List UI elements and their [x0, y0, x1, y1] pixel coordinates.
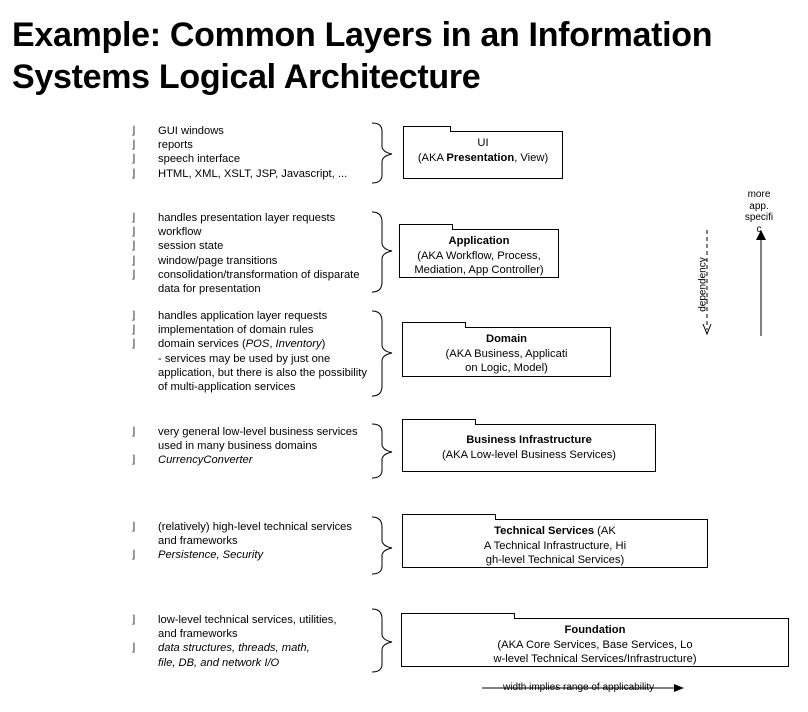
package-aka-line: on Logic, Model): [465, 362, 548, 374]
foundation-brace: [371, 608, 393, 673]
package-aka-line: A Technical Infrastructure, Hi: [483, 539, 627, 552]
package-aka-line: (AKA Workflow, Process,: [417, 249, 541, 262]
width-arrowhead: [674, 684, 684, 692]
slide-title: Example: Common Layers in an Information…: [12, 14, 802, 98]
domain-layer-description: ⌋ handles application layer requests ⌋ imp…: [131, 309, 367, 394]
bullet-text: and frameworks: [158, 628, 238, 641]
package-tab: [401, 613, 515, 619]
ui-layer-description: ⌋GUI windows ⌋reports ⌋speech interface …: [131, 124, 347, 181]
bullet-mark: ⌋: [131, 153, 136, 166]
bullet-mark: ⌋: [131, 454, 136, 467]
width-note-label: width implies range of applicability: [503, 682, 655, 693]
specificity-arrowhead: [756, 230, 766, 240]
more-app-specific-label: more app. specifi c: [744, 189, 774, 235]
package-name: Business Infrastructure: [466, 434, 592, 446]
bullet-mark: ⌋: [131, 254, 136, 267]
package-name: Application: [448, 235, 510, 247]
bullet-mark: ⌋: [131, 310, 136, 322]
bullet-mark: ⌋: [131, 240, 136, 253]
bullet-text: data structures, threads, math,: [158, 642, 310, 655]
bullet-text: and frameworks: [158, 535, 238, 548]
bullet-text: CurrencyConverter: [158, 454, 253, 467]
bullet-text: file, DB, and network I/O: [158, 656, 280, 669]
package-aka: (AKA Presentation, View): [417, 151, 549, 164]
bullet-text: implementation of domain rules: [158, 324, 314, 337]
bullet-text: window/page transitions: [158, 254, 278, 267]
package-name: Foundation: [564, 624, 626, 636]
bullet-text: consolidation/transformation of disparat…: [158, 268, 360, 281]
technical-services-layer-description: ⌋ (relatively) high-level technical servi…: [131, 520, 352, 563]
bullet-text: low-level technical services, utilities,: [158, 614, 337, 626]
application-package: Application (AKA Workflow, Process, Medi…: [399, 224, 559, 278]
package-name: Domain: [485, 333, 528, 345]
bullet-text: handles presentation layer requests: [158, 212, 336, 224]
dependency-arrowhead: [702, 323, 712, 336]
bullet-text: speech interface: [158, 153, 241, 166]
bullet-mark: ⌋: [131, 125, 136, 137]
bullet-text: workflow: [158, 226, 202, 239]
dependency-label: dependency: [697, 257, 709, 312]
bullet-mark: ⌋: [131, 521, 136, 533]
bullet-mark: ⌋: [131, 549, 136, 562]
bullet-mark: ⌋: [131, 338, 136, 351]
bullet-text: handles application layer requests: [158, 310, 328, 322]
package-aka-line: (AKA Low-level Business Services): [441, 448, 617, 461]
bullet-text: - services may be used by just one: [158, 352, 331, 365]
bullet-mark: ⌋: [131, 268, 136, 281]
bullet-mark: ⌋: [131, 642, 136, 655]
bullet-text: (relatively) high-level technical servic…: [158, 521, 352, 533]
bullet-text: data for presentation: [158, 283, 261, 296]
bullet-text: used in many business domains: [158, 440, 318, 453]
foundation-package: Foundation (AKA Core Services, Base Serv…: [401, 613, 789, 667]
package-tab: [399, 224, 453, 230]
bullet-text: very general low-level business services: [158, 426, 358, 438]
bullet-text: domain services (POS, Inventory): [158, 338, 326, 351]
bullet-text: HTML, XML, XSLT, JSP, Javascript, ...: [158, 167, 348, 180]
bullet-mark: ⌋: [131, 614, 136, 626]
business-infrastructure-layer-description: ⌋ very general low-level business service…: [131, 425, 358, 468]
bullet-mark: ⌋: [131, 212, 136, 224]
bullet-mark: ⌋: [131, 426, 136, 438]
domain-package: Domain (AKA Business, Applicati on Logic…: [402, 322, 611, 377]
bullet-mark: ⌋: [131, 167, 136, 180]
ui-package: UI (AKA Presentation, View): [403, 126, 563, 179]
bullet-mark: ⌋: [131, 226, 136, 239]
package-tab: [402, 322, 466, 328]
application-layer-description: ⌋ handles presentation layer requests ⌋ wo…: [131, 211, 360, 296]
package-name-line: Technical Services (AK: [494, 525, 616, 537]
technical-services-brace: [371, 516, 393, 575]
foundation-layer-description: ⌋ low-level technical services, utilities…: [131, 613, 336, 670]
application-brace: [371, 211, 393, 293]
package-aka-line: gh-level Technical Services): [485, 554, 625, 566]
package-name: Technical Services: [494, 525, 595, 537]
package-tab: [403, 126, 451, 132]
domain-brace: [371, 310, 393, 397]
bullet-text: session state: [158, 240, 224, 253]
package-aka-line: w-level Technical Services/Infrastructur…: [493, 653, 697, 665]
package-aka-line: Mediation, App Controller): [414, 264, 544, 276]
business-infrastructure-package: Business Infrastructure (AKA Low-level B…: [402, 419, 656, 472]
title-line-1: Example: Common Layers in an Information: [12, 16, 713, 54]
package-aka-line: (AKA Business, Applicati: [445, 347, 568, 360]
technical-services-package: Technical Services (AK A Technical Infra…: [402, 514, 708, 568]
package-aka-line: (AKA Core Services, Base Services, Lo: [497, 638, 693, 651]
title-line-2: Systems Logical Architecture: [12, 58, 481, 96]
bullet-text: Persistence, Security: [158, 549, 264, 562]
bullet-mark: ⌋: [131, 324, 136, 337]
business-infrastructure-brace: [371, 423, 393, 479]
package-name: UI: [477, 137, 489, 149]
bullet-text: application, but there is also the possi…: [158, 366, 367, 379]
package-tab: [402, 514, 496, 520]
bullet-text: reports: [158, 139, 193, 152]
bullet-mark: ⌋: [131, 139, 136, 152]
bullet-text: of multi-application services: [158, 381, 296, 394]
package-tab: [402, 419, 476, 425]
bullet-text: GUI windows: [158, 125, 224, 137]
ui-brace: [371, 122, 393, 184]
